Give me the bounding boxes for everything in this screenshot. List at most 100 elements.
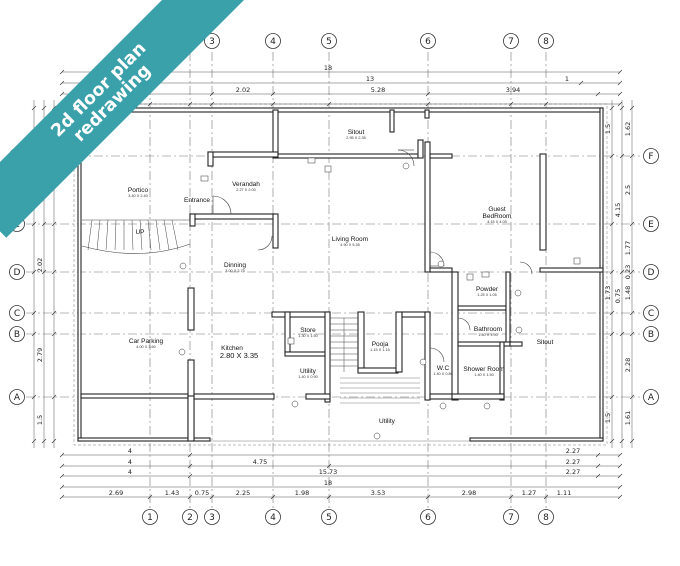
left-dim-line-2-tick — [41, 269, 47, 275]
bottom-dim-line-5-tick — [326, 494, 332, 500]
bubble-label: 7 — [508, 37, 514, 47]
axis-bubble-row-D-left: D — [9, 264, 25, 280]
room-size: 2.95 X 2.35 — [346, 136, 365, 140]
bubble-label: 1 — [147, 513, 153, 523]
top-dim-text: 5.28 — [371, 86, 385, 94]
bottom-dim-line-5-tick — [617, 494, 623, 500]
axis-bubble-row-A-left: A — [9, 389, 25, 405]
bubble-circle — [643, 148, 659, 164]
top-dim-line-3-tick — [425, 91, 431, 97]
left-dim-text: 2.79 — [36, 348, 44, 362]
right-dim-line-2-tick — [619, 438, 625, 444]
bubble-circle — [538, 33, 554, 49]
top-dim-text: 3.94 — [506, 86, 520, 94]
bubble-label: 7 — [508, 513, 514, 523]
kitchen-size: 2.80 X 3.35 — [220, 351, 258, 360]
axis-bubble-col-1-top: 1 — [142, 33, 158, 49]
axis-bubble-row-E-right: E — [643, 216, 659, 232]
bottom-dim-line-5-tick — [59, 494, 65, 500]
room-name: Entrance — [184, 197, 210, 204]
bubble-label: 2 — [187, 513, 193, 523]
axis-bubble-col-7-bottom: 7 — [503, 509, 519, 525]
right-dim-line-1-tick — [609, 310, 615, 316]
left-dim-text: 2.02 — [36, 258, 44, 272]
room-name: Guest — [488, 206, 506, 213]
top-dim-line-2-tick — [578, 80, 584, 86]
room-name: Pooja — [372, 341, 389, 348]
right-dim-line-1-tick — [609, 438, 615, 444]
room-name: Sitout — [348, 129, 365, 136]
front-steps — [81, 219, 191, 254]
room-size: 1.40 X 1.50 — [474, 373, 493, 377]
room-label-sitout: Sitout — [537, 339, 554, 346]
room-size: 3.00 X 2.75 — [225, 269, 244, 273]
right-dim-line-3-tick — [629, 438, 635, 444]
bubble-label: 8 — [543, 37, 549, 47]
right-dim-line-3-tick — [629, 331, 635, 337]
bubble-label: 4 — [270, 513, 276, 523]
bubble-circle — [182, 509, 198, 525]
left-dim-line-3-tick — [51, 394, 57, 400]
right-dim-line-2-tick — [619, 269, 625, 275]
right-dim-line-1-tick — [609, 331, 615, 337]
top-dim-line-1-tick — [617, 69, 623, 75]
kitchen-label: Kitchen 2.80 X 3.35 — [220, 345, 258, 360]
room-name: Utility — [300, 368, 317, 375]
right-dim-line-2-tick — [619, 153, 625, 159]
right-dim-text: 0.75 — [614, 289, 622, 303]
room-name: Shower Room — [463, 366, 504, 373]
bottom-dim-text: 2.27 — [566, 447, 580, 455]
top-dim-line-4-tick — [270, 101, 276, 107]
axis-bubble-row-C-right: C — [643, 305, 659, 321]
axis-bubble-col-3-top: 3 — [204, 33, 220, 49]
left-dim-line-3-tick — [51, 269, 57, 275]
axis-bubble-col-4-top: 4 — [265, 33, 281, 49]
axis-bubble-row-C-left: C — [9, 305, 25, 321]
bottom-dim-line-5-tick — [425, 494, 431, 500]
right-dim-text: 1.77 — [624, 241, 632, 255]
bottom-dim-text: 2.98 — [462, 489, 476, 497]
room-name: BedRoom — [483, 213, 512, 220]
bottom-dim-line-3-tick — [187, 473, 193, 479]
bubble-circle — [643, 389, 659, 405]
axis-bubble-col-8-top: 8 — [538, 33, 554, 49]
bottom-dim-line-5-tick — [508, 494, 514, 500]
bubble-circle — [321, 509, 337, 525]
bubble-circle — [538, 509, 554, 525]
bubble-label: F — [648, 152, 653, 162]
bubble-label: A — [14, 393, 21, 403]
axis-bubble-row-B-left: B — [9, 326, 25, 342]
bottom-dim-line-5-tick — [147, 494, 153, 500]
axis-bubble-row-F-left: F — [9, 148, 25, 164]
bubble-circle — [265, 509, 281, 525]
axis-bubble-row-A-right: A — [643, 389, 659, 405]
left-dim-line-3-tick — [51, 331, 57, 337]
bubble-label: 2 — [187, 37, 193, 47]
bubble-circle — [9, 305, 25, 321]
axis-bubble-row-D-right: D — [643, 264, 659, 280]
bottom-dim-text: 2.69 — [109, 489, 123, 497]
step-line — [114, 219, 117, 251]
top-dim-line-4-tick — [425, 101, 431, 107]
right-dim-text: 1.62 — [624, 122, 632, 136]
room-size: 1.40 X 0.80 — [433, 372, 452, 376]
bottom-dim-text: 15.73 — [319, 468, 338, 476]
right-dim-line-3-tick — [629, 394, 635, 400]
bottom-dim-line-1-tick — [595, 452, 601, 458]
bubble-circle — [643, 264, 659, 280]
axis-bubble-col-7-top: 7 — [503, 33, 519, 49]
top-dim-line-4-tick — [617, 101, 623, 107]
right-dim-text: 1.48 — [624, 286, 632, 300]
left-dim-line-2-tick — [41, 438, 47, 444]
bubble-label: 4 — [270, 37, 276, 47]
bubble-label: 3 — [209, 37, 215, 47]
room-name: W.C — [437, 365, 450, 372]
right-dim-line-1-tick — [609, 221, 615, 227]
bubble-circle — [643, 216, 659, 232]
bubble-label: 1 — [147, 37, 153, 47]
top-dim-text: 4.75 — [136, 86, 150, 94]
